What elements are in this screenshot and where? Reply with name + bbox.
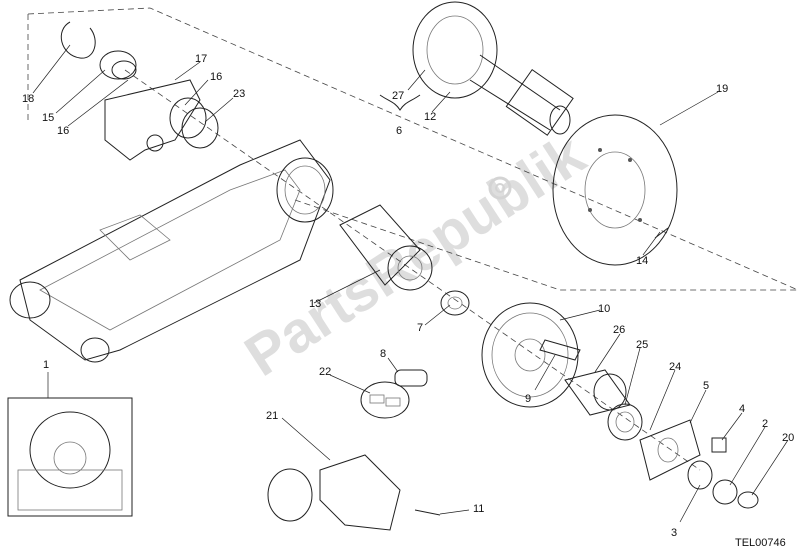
hub-flange bbox=[639, 419, 701, 481]
washer bbox=[687, 460, 713, 490]
cush-drive bbox=[339, 204, 433, 291]
bearing bbox=[607, 403, 643, 441]
callout-10: 10 bbox=[598, 303, 610, 315]
callout-2: 2 bbox=[762, 418, 768, 430]
nut bbox=[711, 437, 727, 453]
callout-22: 22 bbox=[319, 366, 331, 378]
caliper-bracket bbox=[104, 79, 201, 161]
callout-20: 20 bbox=[782, 432, 794, 444]
callout-23: 23 bbox=[233, 88, 245, 100]
callout-6: 6 bbox=[396, 125, 402, 137]
inset-detail bbox=[7, 397, 133, 517]
callout-27: 27 bbox=[392, 90, 404, 102]
callout-5: 5 bbox=[703, 380, 709, 392]
bearing-spacer bbox=[564, 369, 631, 416]
reference-code: TEL00746 bbox=[735, 537, 786, 549]
callout-9: 9 bbox=[525, 393, 531, 405]
sprocket-shaft bbox=[539, 339, 581, 361]
callout-13: 13 bbox=[309, 298, 321, 310]
callout-14: 14 bbox=[636, 255, 648, 267]
callout-25: 25 bbox=[636, 339, 648, 351]
callout-4: 4 bbox=[739, 403, 745, 415]
chain-guard bbox=[319, 454, 401, 531]
callout-21: 21 bbox=[266, 410, 278, 422]
callout-19: 19 bbox=[716, 83, 728, 95]
callout-24: 24 bbox=[669, 361, 681, 373]
chain-master-link bbox=[360, 381, 410, 419]
assembly-dashed-frame bbox=[27, 7, 798, 471]
front-sprocket bbox=[267, 468, 313, 522]
callout-7: 7 bbox=[417, 322, 423, 334]
leader-lines bbox=[32, 44, 789, 523]
rear-sprocket bbox=[481, 302, 579, 408]
callout-17: 17 bbox=[195, 53, 207, 65]
hub-bracket-6 bbox=[379, 94, 421, 111]
chain-segment bbox=[394, 369, 428, 387]
callout-11: 11 bbox=[473, 503, 484, 515]
spacer bbox=[440, 290, 470, 316]
snap-ring bbox=[60, 21, 96, 59]
callout-26: 26 bbox=[613, 324, 625, 336]
watermark-gear-icon bbox=[488, 176, 512, 200]
guard-bolt bbox=[414, 509, 441, 516]
callout-16-right: 16 bbox=[210, 71, 222, 83]
retaining-clip bbox=[737, 491, 759, 509]
swingarm bbox=[9, 139, 334, 363]
callout-3: 3 bbox=[671, 527, 677, 539]
axle-nut bbox=[712, 479, 738, 505]
callout-1: 1 bbox=[43, 359, 49, 371]
callout-16-left: 16 bbox=[57, 125, 69, 137]
callout-18: 18 bbox=[22, 93, 34, 105]
callout-12: 12 bbox=[424, 111, 436, 123]
callout-15: 15 bbox=[42, 112, 54, 124]
callout-labels: 1 2 3 4 5 6 7 8 9 10 11 12 13 14 15 16 1… bbox=[22, 53, 794, 539]
callout-8: 8 bbox=[380, 348, 386, 360]
eccentric-hub bbox=[412, 1, 574, 136]
brake-disc bbox=[552, 114, 678, 266]
